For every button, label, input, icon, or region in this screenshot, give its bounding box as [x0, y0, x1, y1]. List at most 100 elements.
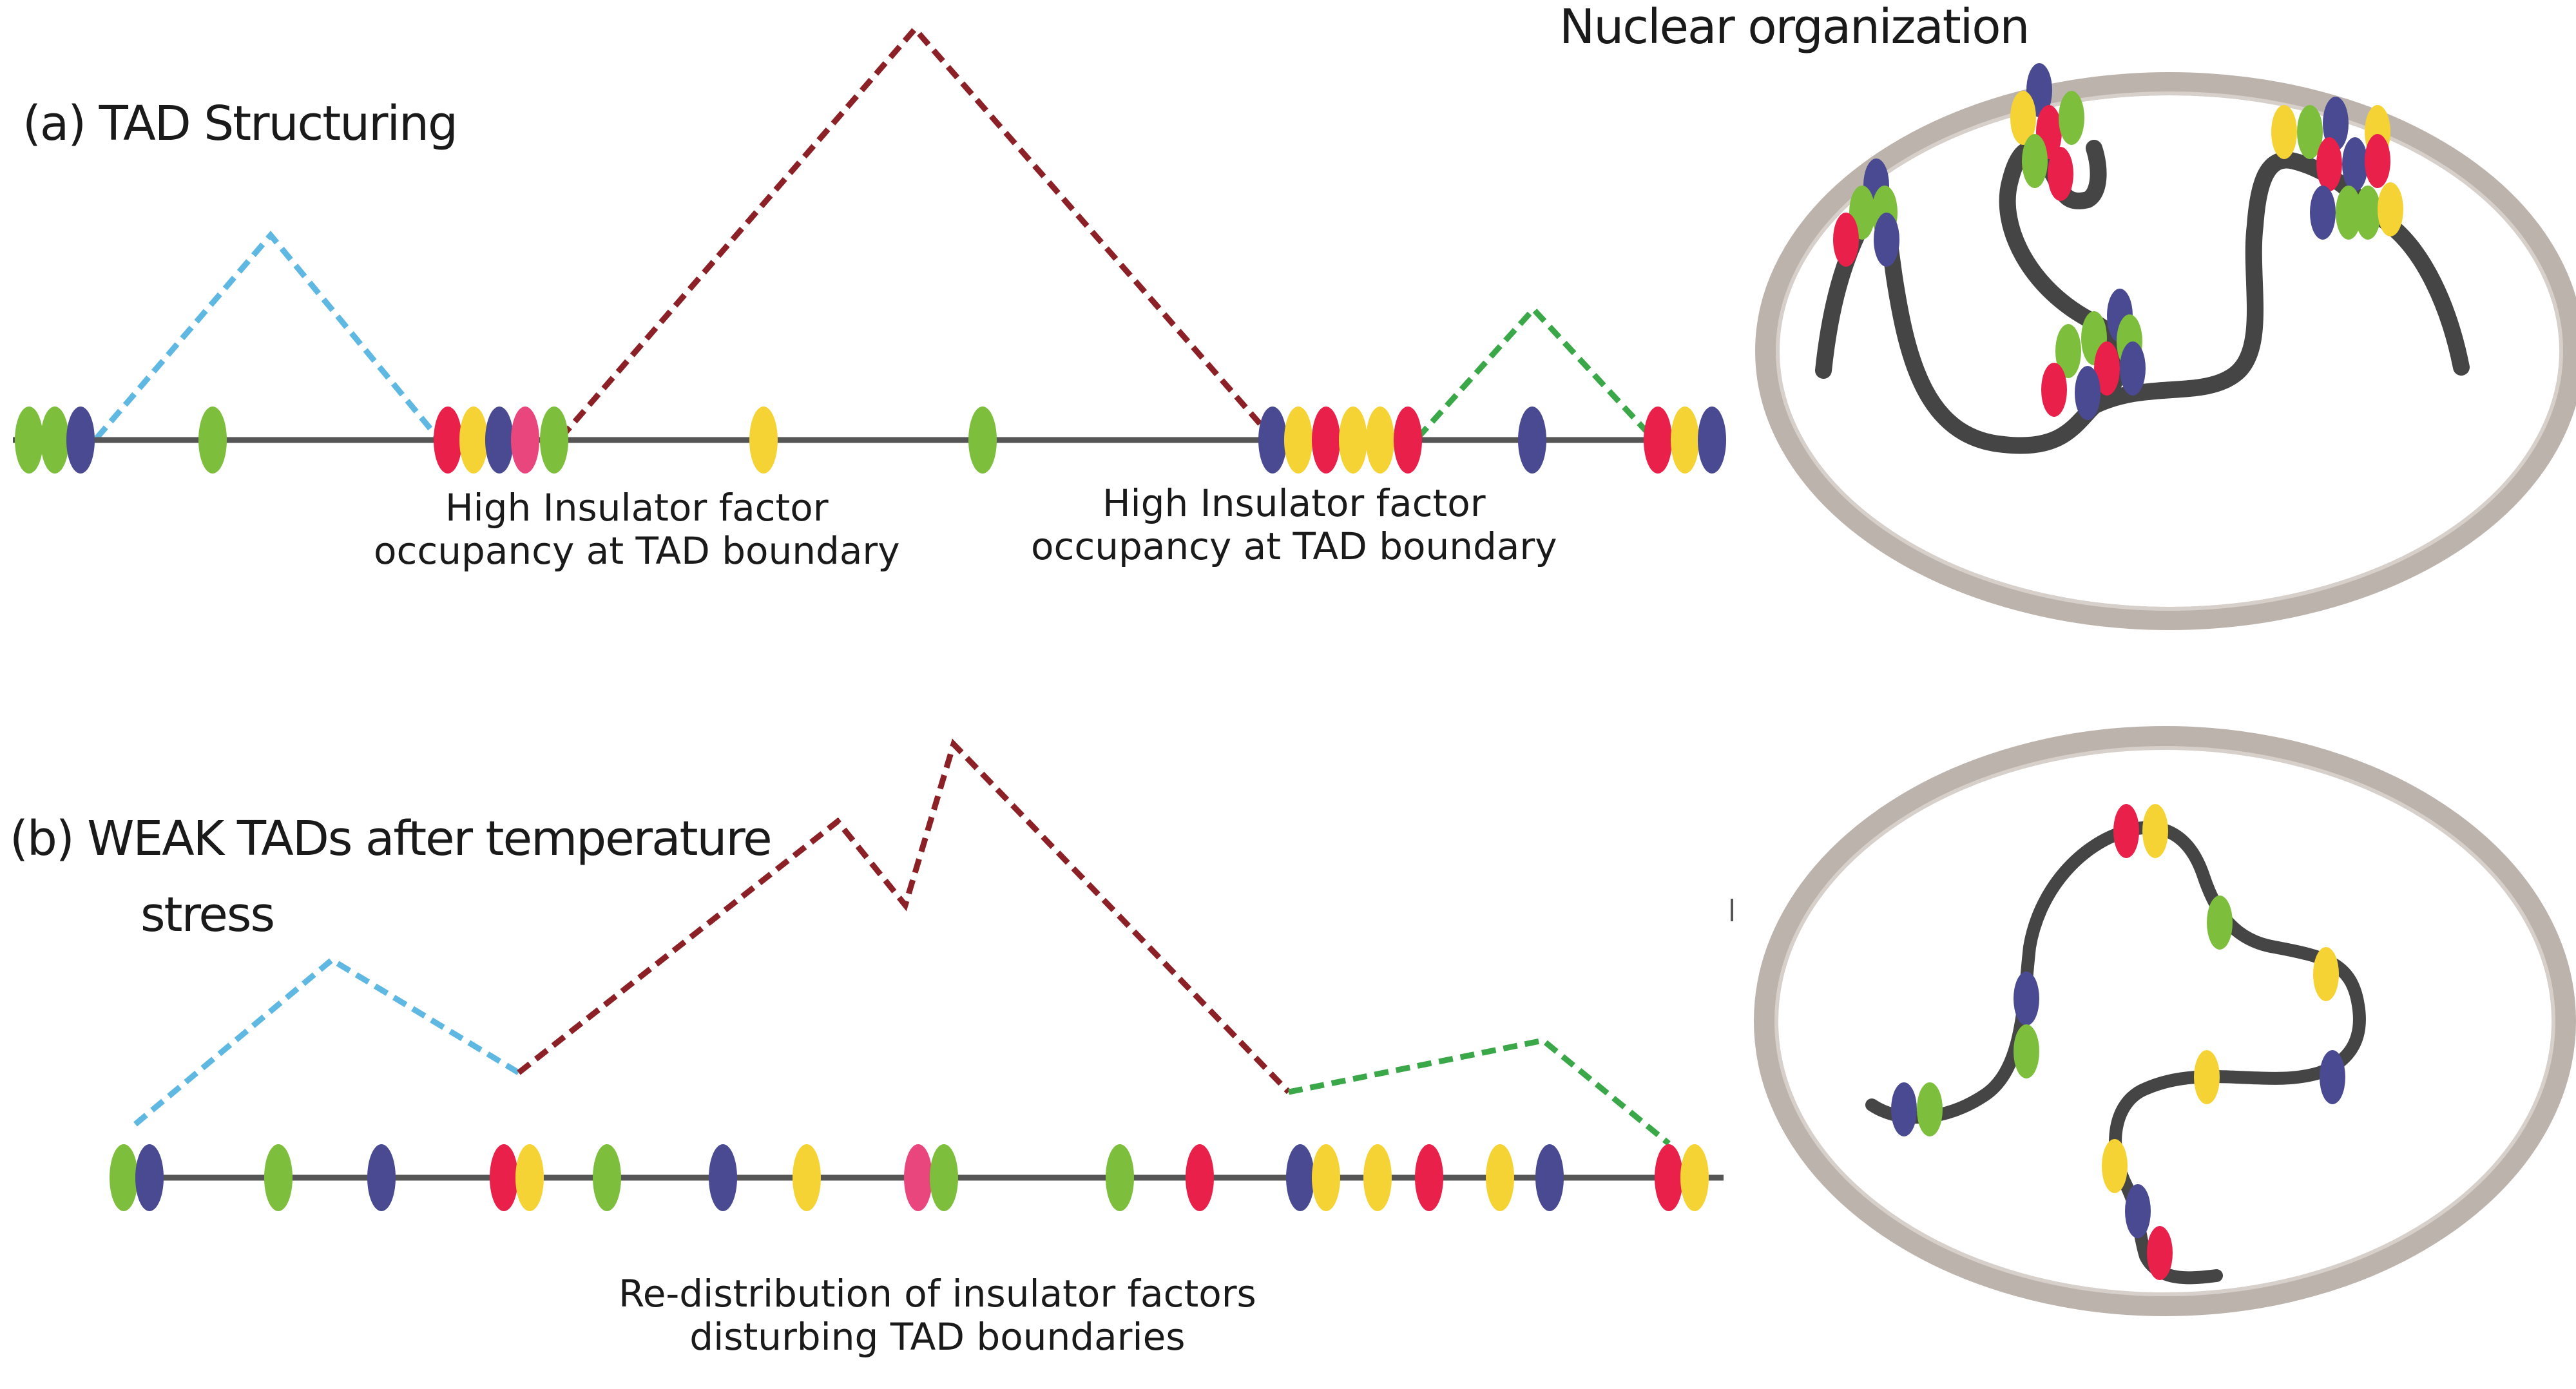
insulator-green	[2336, 186, 2361, 240]
insulator-red	[1655, 1144, 1683, 1211]
nucleus-a	[1755, 63, 2576, 630]
tad-arc-large	[558, 24, 1275, 440]
insulator-green	[2055, 324, 2081, 378]
redistribution-caption: Re-distribution of insulator factors dis…	[619, 1272, 1256, 1358]
insulator-green	[930, 1144, 958, 1211]
panel-b-label-line-1: (b) WEAK TADs after temperature	[10, 811, 773, 867]
insulator-blue	[2014, 972, 2039, 1026]
insulator-factors-a	[15, 407, 1726, 474]
insulator-yellow	[793, 1144, 821, 1211]
boundary-1-caption: High Insulator factor occupancy at TAD b…	[374, 486, 900, 572]
chromatin-fiber-b	[1865, 821, 2366, 1285]
insulator-cluster-a2	[2010, 63, 2084, 201]
insulator-pink	[511, 407, 539, 474]
insulator-blue	[1535, 1144, 1564, 1211]
insulator-green	[1106, 1144, 1134, 1211]
insulator-yellow	[515, 1144, 544, 1211]
insulator-green	[2014, 1024, 2039, 1078]
tad-arc-right	[1415, 305, 1655, 441]
insulator-green	[2297, 105, 2323, 159]
insulator-red	[2113, 804, 2139, 858]
insulator-green	[2355, 186, 2381, 240]
insulator-red	[434, 407, 462, 474]
insulator-green	[198, 407, 227, 474]
insulator-blue	[66, 407, 95, 474]
insulator-yellow	[2010, 91, 2036, 145]
insulator-red	[1833, 213, 1859, 267]
insulator-green	[2059, 91, 2084, 145]
nuclear-envelope-a-inner	[1776, 91, 2563, 611]
insulator-factors-b	[110, 1144, 1709, 1211]
insulator-blue	[135, 1144, 164, 1211]
insulator-red	[2041, 363, 2067, 417]
insulator-yellow	[1680, 1144, 1709, 1211]
panel-a-label: (a) TAD Structuring	[23, 96, 458, 151]
insulator-blue	[709, 1144, 737, 1211]
insulator-cluster-a4	[2271, 97, 2403, 240]
insulator-green	[41, 407, 69, 474]
nucleus-title: Nuclear organization	[1559, 0, 2030, 55]
boundary-1-line-1: High Insulator factor	[445, 486, 829, 530]
panel-b-label-line-2: stress	[140, 887, 275, 943]
insulator-cluster-a3	[2041, 289, 2146, 420]
insulator-red	[2094, 341, 2120, 396]
panel-a	[13, 24, 1726, 474]
insulator-red	[2365, 134, 2390, 188]
insulator-yellow	[2102, 1139, 2128, 1193]
insulator-yellow	[749, 407, 778, 474]
insulator-green	[2207, 896, 2233, 950]
insulator-blue	[485, 407, 514, 474]
insulator-yellow	[1284, 407, 1312, 474]
insulator-blue	[367, 1144, 396, 1211]
nucleus-b	[1754, 726, 2576, 1316]
insulator-yellow	[2271, 105, 2297, 159]
insulator-yellow	[2378, 182, 2403, 236]
redistribution-line-1: Re-distribution of insulator factors	[619, 1272, 1256, 1316]
insulator-red	[1186, 1144, 1214, 1211]
boundary-2-caption: High Insulator factor occupancy at TAD b…	[1031, 482, 1557, 568]
insulator-yellow	[2313, 947, 2339, 1001]
insulator-green	[2022, 134, 2048, 188]
insulator-factors-nucleus-b	[1891, 804, 2345, 1280]
redistribution-line-2: disturbing TAD boundaries	[689, 1314, 1186, 1359]
boundary-2-line-2: occupancy at TAD boundary	[1031, 524, 1557, 568]
insulator-yellow	[1366, 407, 1394, 474]
insulator-green	[540, 407, 568, 474]
insulator-green	[968, 407, 997, 474]
insulator-yellow	[1671, 407, 1699, 474]
insulator-blue	[1258, 407, 1287, 474]
insulator-red	[1644, 407, 1672, 474]
insulator-yellow	[2142, 804, 2168, 858]
insulator-yellow	[1339, 407, 1367, 474]
insulator-blue	[2320, 1050, 2345, 1104]
tad-arc-right-weak	[1288, 1037, 1671, 1146]
insulator-blue	[1518, 407, 1546, 474]
insulator-red	[1312, 407, 1340, 474]
boundary-2-line-1: High Insulator factor	[1102, 481, 1486, 525]
insulator-blue	[2342, 137, 2368, 191]
insulator-red	[1415, 1144, 1443, 1211]
nuclear-envelope-b	[1754, 726, 2576, 1316]
insulator-yellow	[1312, 1144, 1340, 1211]
tad-arc-small	[94, 231, 441, 440]
insulator-green	[15, 407, 43, 474]
insulator-yellow	[1363, 1144, 1392, 1211]
insulator-blue	[1698, 407, 1726, 474]
insulator-green	[264, 1144, 293, 1211]
insulator-blue	[1891, 1082, 1917, 1136]
insulator-blue	[2125, 1184, 2151, 1238]
insulator-green	[1917, 1082, 1943, 1136]
insulator-red	[2048, 147, 2073, 201]
nuclear-envelope-a	[1755, 72, 2576, 630]
insulator-yellow	[1486, 1144, 1514, 1211]
insulator-green	[593, 1144, 621, 1211]
tad-arc-small-weak	[133, 956, 521, 1127]
insulator-blue	[2075, 366, 2100, 420]
nuclear-envelope-b-inner	[1774, 746, 2555, 1296]
insulator-red	[490, 1144, 518, 1211]
insulator-blue	[1286, 1144, 1314, 1211]
insulator-red	[1394, 407, 1422, 474]
insulator-blue	[1874, 213, 1899, 267]
